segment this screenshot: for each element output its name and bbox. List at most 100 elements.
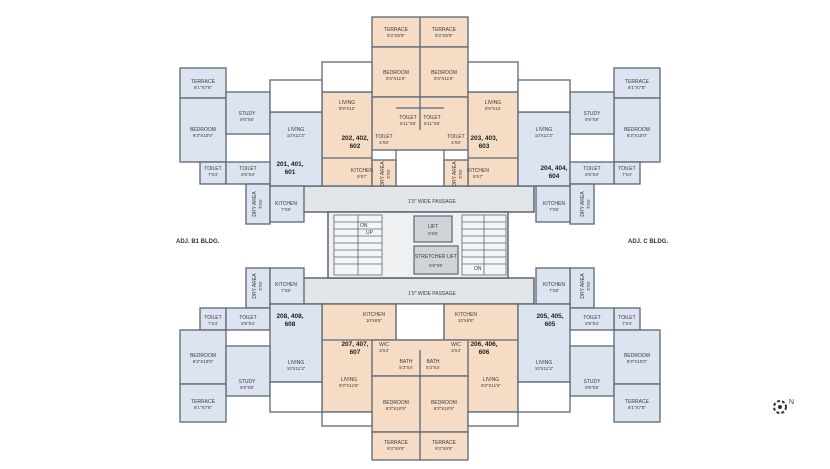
- room-size: 9'3"X5'9": [435, 33, 453, 38]
- room-size: 3'X4': [451, 348, 461, 353]
- room-name: TOILET: [423, 115, 440, 121]
- unit-number: 202, 402,: [341, 135, 368, 142]
- room-size: 8'X7': [357, 174, 367, 179]
- room-name: LIVING: [341, 377, 358, 383]
- room-label: W/C3'X4': [451, 342, 461, 353]
- room-size: 8'1"X7'5": [194, 405, 212, 410]
- unit-number: 605: [545, 321, 556, 328]
- room-name: LIVING: [485, 100, 502, 106]
- room-size: 6'5"X4': [585, 321, 599, 326]
- room-size: 9'3"X5'9": [387, 446, 405, 451]
- lift-shaft: [413, 215, 453, 243]
- room-name: TOILET: [447, 134, 464, 140]
- room-size: 8'6"X8': [240, 385, 254, 390]
- room-name: TOILET: [204, 166, 221, 172]
- duct-bottom: [395, 303, 445, 341]
- room-name: TERRACE: [191, 399, 216, 405]
- room-name: TERRACE: [191, 79, 216, 85]
- room-name: TERRACE: [432, 440, 457, 446]
- unit-number: 204, 404,: [540, 165, 567, 172]
- room-size: 10'X6'6": [366, 318, 383, 323]
- room-size: 3'X5': [586, 281, 591, 291]
- room-size: 9'3"X5'9": [435, 446, 453, 451]
- room-name: STUDY: [584, 379, 602, 385]
- unit-number: 603: [479, 143, 490, 150]
- circulation: ON UP ON LIFT 6'X6' STRETCHER LIFT 5'6"X…: [301, 149, 535, 341]
- room-name: TOILET: [618, 166, 635, 172]
- room-size: 9'3"X10'9": [434, 406, 455, 411]
- room-name: LIVING: [536, 127, 553, 133]
- room-name: BATH: [427, 359, 440, 365]
- passage-top-label: 1'9" WIDE PASSAGE: [408, 199, 456, 205]
- room-size: 3'X5': [258, 199, 263, 209]
- room-name: DRY AREA: [252, 273, 258, 299]
- room-size: 9'3"X5'9": [387, 33, 405, 38]
- room-size: 9'3"X10'9": [386, 406, 407, 411]
- room-name: TERRACE: [625, 399, 650, 405]
- room-size: 9'3"X11'6": [339, 383, 359, 388]
- unit-number: 602: [350, 143, 361, 150]
- room-size: 8'1"X7'5": [628, 405, 646, 410]
- north-compass-icon: N: [773, 399, 794, 414]
- room-name: TOILET: [239, 315, 256, 321]
- staircase-left: [333, 214, 383, 276]
- room-name: KITCHEN: [455, 312, 477, 318]
- room-name: BATH: [400, 359, 413, 365]
- room-name: BEDROOM: [431, 70, 457, 76]
- lift-size: 6'X6': [428, 231, 438, 236]
- room-name: STUDY: [239, 379, 257, 385]
- room-size: 7'X4': [622, 321, 632, 326]
- room-size: 7'X8': [281, 288, 291, 293]
- room-name: TOILET: [583, 315, 600, 321]
- room-size: 6'5"X4': [585, 172, 599, 177]
- room-name: KITCHEN: [467, 168, 489, 174]
- room-size: 3'X5': [458, 169, 463, 179]
- room-size: 9'3"X10'0": [193, 359, 214, 364]
- room-name: BEDROOM: [624, 353, 650, 359]
- stretcher-lift-size: 5'6"X6': [429, 263, 443, 268]
- wing-bottom-right: [517, 267, 661, 423]
- room-size: 7'X4': [208, 321, 218, 326]
- room-size: 8'1"X7'5": [628, 85, 646, 90]
- room-size: 9'3"X10'0": [627, 359, 648, 364]
- room-size: 3'X5': [586, 199, 591, 209]
- unit-number: 205, 405,: [536, 313, 563, 320]
- room-size: 9'3"X10'0": [193, 133, 214, 138]
- unit-number: 607: [350, 349, 361, 356]
- room-name: BEDROOM: [383, 70, 409, 76]
- room-name: BEDROOM: [431, 400, 457, 406]
- room-name: LIVING: [288, 127, 305, 133]
- room-name: DRY AREA: [452, 161, 458, 187]
- room-name: KITCHEN: [275, 282, 297, 288]
- unit-number: 606: [479, 349, 490, 356]
- room-labels: TERRACE8'1"X7'5"STUDY8'6"X8'BEDROOM9'3"X…: [190, 27, 650, 451]
- passage-bottom: [301, 277, 535, 305]
